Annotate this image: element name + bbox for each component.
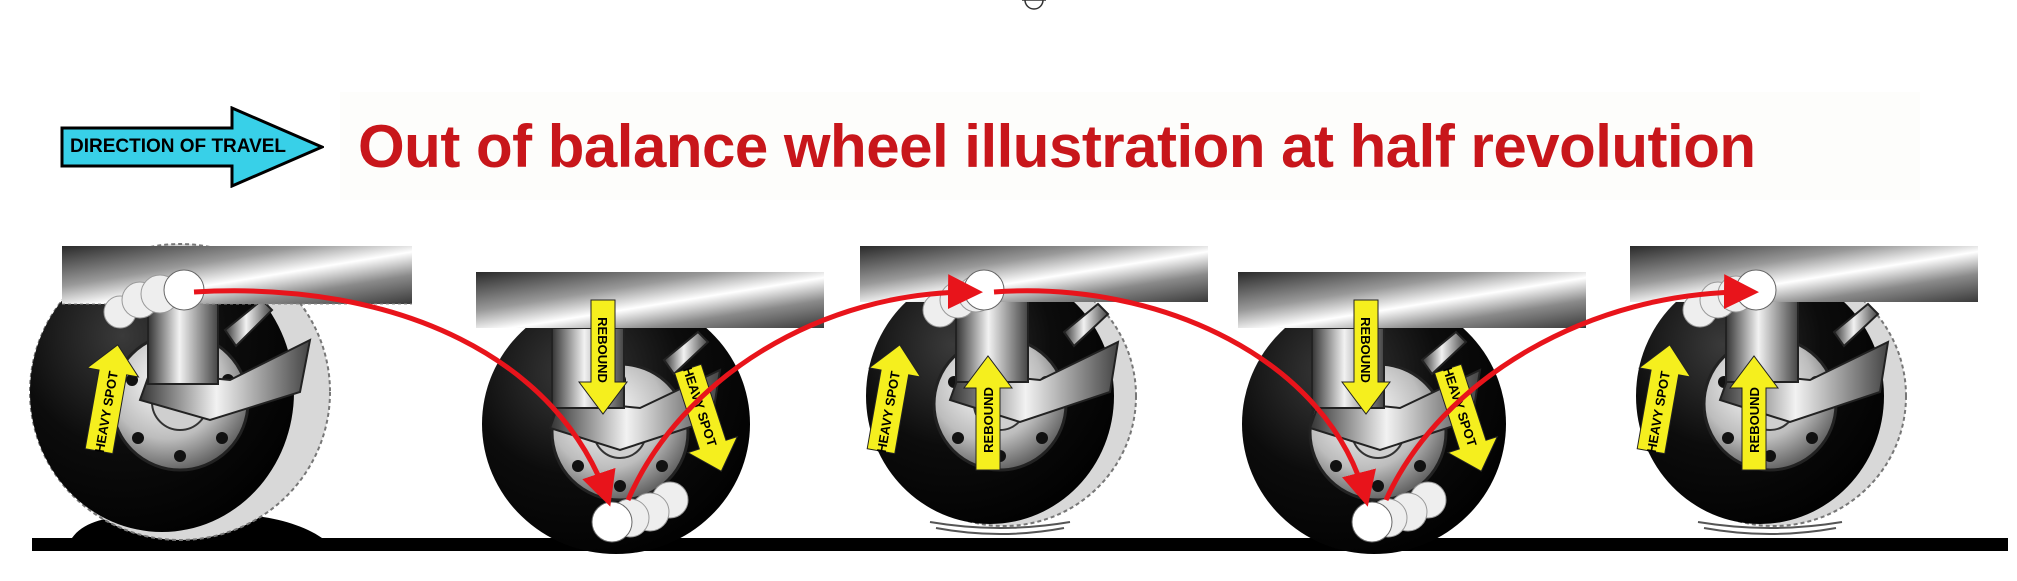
vehicle-body xyxy=(476,272,824,328)
page-title: Out of balance wheel illustration at hal… xyxy=(358,113,1756,180)
vehicle-body xyxy=(1630,246,1978,302)
title-panel xyxy=(340,92,1920,200)
wheel-2: REBOUND HEAVY SPOT xyxy=(476,272,824,554)
vehicle-body xyxy=(62,246,412,304)
wheel-3: HEAVY SPOT REBOUND xyxy=(860,246,1208,535)
vehicle-body xyxy=(1238,272,1586,328)
rebound-label: REBOUND xyxy=(981,387,996,453)
direction-label: DIRECTION OF TRAVEL xyxy=(70,136,287,157)
heavy-spot-path xyxy=(193,274,1759,507)
wheel-1: HEAVY SPOT xyxy=(29,243,412,541)
rebound-arrow xyxy=(1341,299,1391,415)
suspension-arm xyxy=(138,338,312,422)
wheel-5: HEAVY SPOT REBOUND xyxy=(1630,246,1978,535)
wheel-4: REBOUND HEAVY SPOT xyxy=(1238,272,1586,554)
heavy-spot-marker xyxy=(1351,501,1393,543)
rebound-arrow xyxy=(963,355,1013,471)
rebound-arrow xyxy=(1729,355,1779,471)
heavy-spot-arrow xyxy=(84,344,140,455)
heavy-spot-arrow xyxy=(1636,344,1692,455)
heavy-spot-arrow xyxy=(866,344,922,455)
vehicle-body xyxy=(860,246,1208,302)
direction-arrow-icon xyxy=(60,106,324,188)
rebound-arrow xyxy=(578,299,628,415)
crosshair-icon xyxy=(1022,0,1046,10)
rebound-label: REBOUND xyxy=(1747,387,1762,453)
heavy-spot-arrow xyxy=(1433,363,1499,472)
rebound-label: REBOUND xyxy=(595,317,610,383)
rebound-label: REBOUND xyxy=(1358,317,1373,383)
strut xyxy=(147,301,219,385)
road-line xyxy=(32,538,2008,551)
heavy-spot-marker xyxy=(591,501,633,543)
heavy-spot-arrow xyxy=(673,363,739,472)
